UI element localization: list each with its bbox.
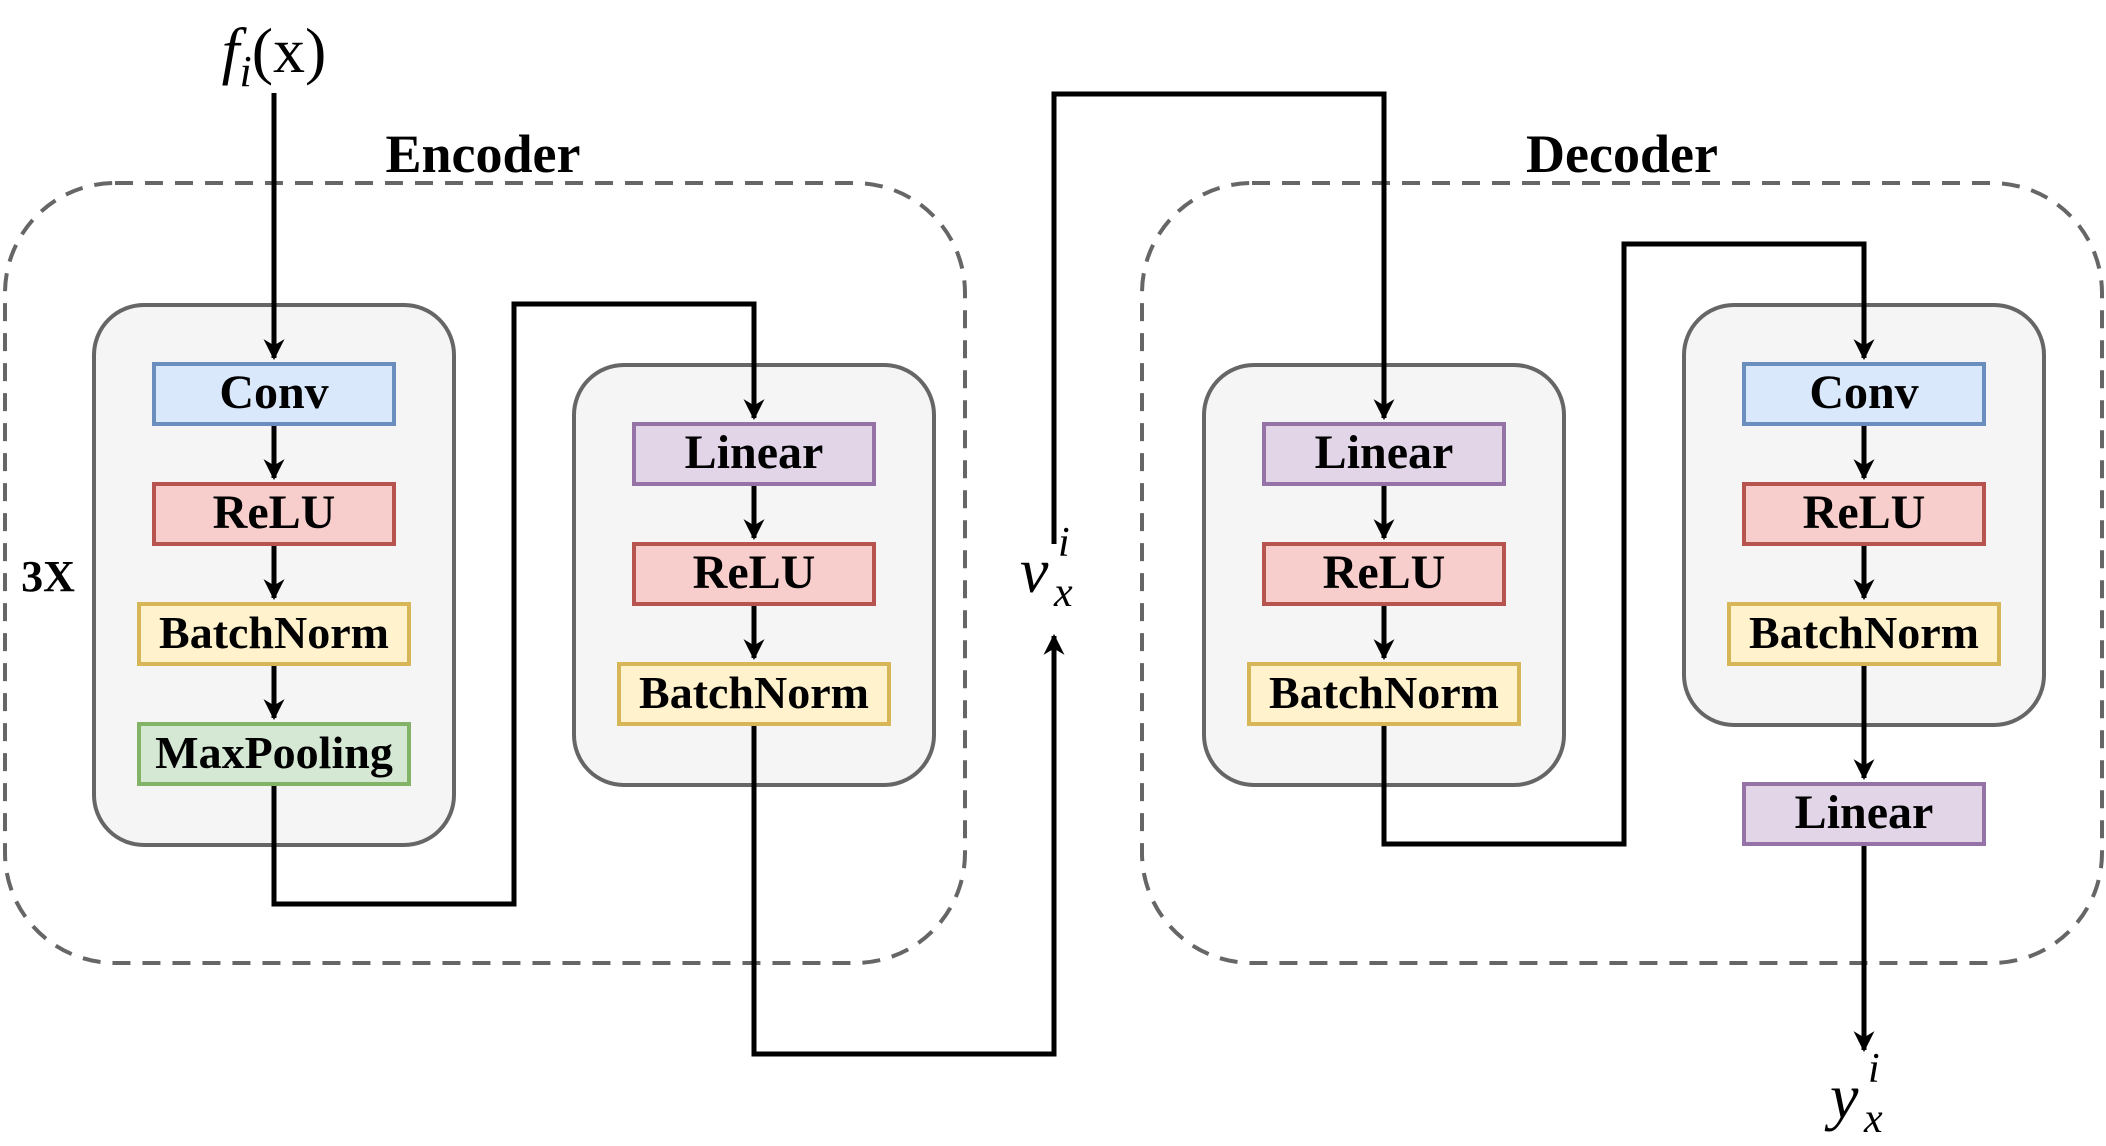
repeat-label: 3X [21,552,75,601]
layer-label: Linear [685,426,824,479]
layer-label: BatchNorm [1749,607,1979,658]
layer-label: ReLU [1323,546,1446,599]
layer-enc-batchnorm-2: BatchNorm [617,662,891,726]
decoder-group [1140,181,2104,965]
layer-label: ReLU [1803,486,1926,539]
layer-dec-batchnorm-2: BatchNorm [1727,602,2001,666]
layer-dec-conv: Conv [1742,362,1986,426]
arrow-bn-to-latent [751,633,1065,1057]
layer-label: BatchNorm [1269,667,1499,718]
layer-label: Linear [1315,426,1454,479]
input-label: fi(x) [222,15,327,96]
layer-enc-maxpooling: MaxPooling [137,722,411,786]
layer-label: BatchNorm [639,667,869,718]
layer-label: Conv [219,366,328,419]
layer-enc-conv: Conv [152,362,396,426]
layer-dec-linear: Linear [1262,422,1506,486]
layer-label: ReLU [693,546,816,599]
arrow-dec-bn-to-conv [1381,241,1875,847]
connectors [263,91,1875,1057]
encoder-title: Encoder [386,124,581,184]
layer-enc-linear: Linear [632,422,876,486]
layer-label: MaxPooling [155,727,393,778]
arrow-latent-to-dec-linear [1051,91,1395,544]
layer-dec-final-linear: Linear [1742,782,1986,846]
layer-dec-relu-2: ReLU [1742,482,1986,546]
layer-enc-relu: ReLU [152,482,396,546]
layer-dec-relu: ReLU [1262,542,1506,606]
encoder-group [3,181,967,965]
layer-enc-relu-2: ReLU [632,542,876,606]
layer-dec-batchnorm: BatchNorm [1247,662,1521,726]
layer-label: Conv [1809,366,1918,419]
layer-enc-batchnorm: BatchNorm [137,602,411,666]
arrow-pool-to-linear [271,301,765,907]
decoder-title: Decoder [1526,124,1718,184]
layer-label: Linear [1795,786,1934,839]
layer-label: BatchNorm [159,607,389,658]
layer-label: ReLU [213,486,336,539]
